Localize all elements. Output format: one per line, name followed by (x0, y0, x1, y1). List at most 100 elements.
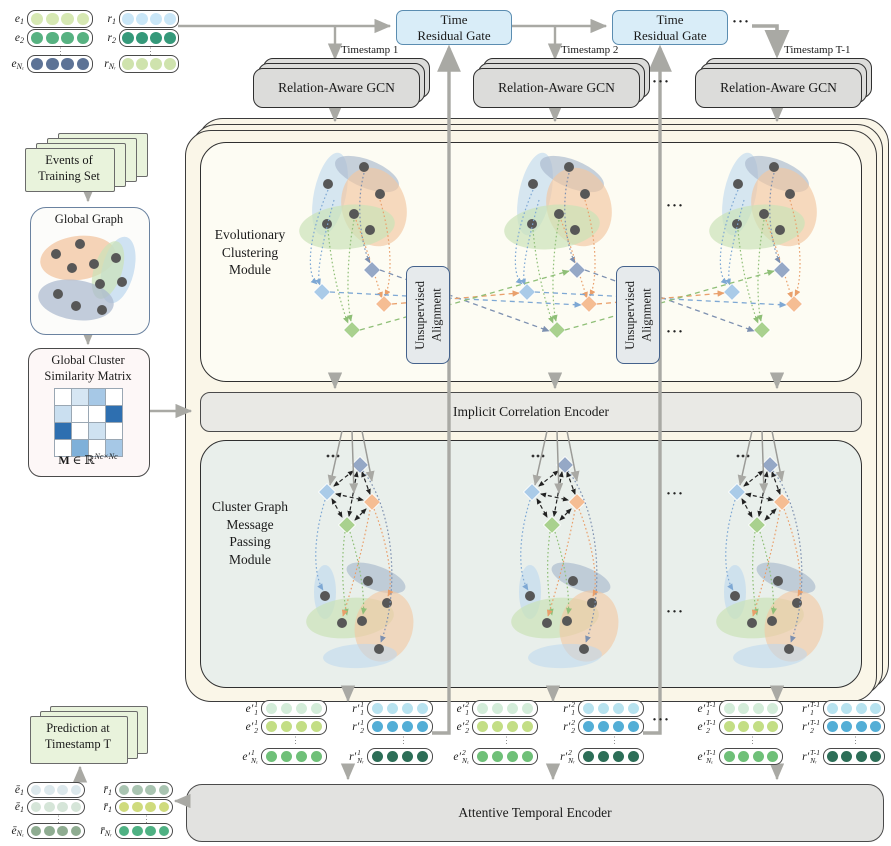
embedding-vector (367, 718, 433, 735)
matrix-cell (87, 421, 106, 440)
embedding-vector (823, 718, 885, 735)
embedding-vector (578, 700, 644, 717)
time-residual-gate-1: Time Residual Gate (396, 10, 512, 45)
events-of-training-set-label: Events of Training Set (38, 153, 100, 183)
bar-relation-row: r̄1 (92, 782, 173, 798)
matrix-cell (70, 387, 89, 406)
timestamp-1-label: Timestamp 1 (341, 44, 399, 56)
time-residual-gate-2: Time Residual Gate (612, 10, 728, 45)
embedding-label: r̄1 (103, 784, 112, 797)
relation-aware-gcn-label: Relation-Aware GCN (720, 80, 837, 95)
embedding-vector (578, 748, 644, 765)
embedding-vector (261, 700, 327, 717)
unsupervised-alignment-box-1: Unsupervised Alignment (406, 266, 450, 364)
implicit-correlation-encoder: Implicit Correlation Encoder (200, 392, 862, 432)
matrix-cell (104, 404, 123, 423)
embedding-vector (115, 782, 173, 798)
embedding-vector (27, 799, 85, 815)
embedding-label: r̄Nᵣ (100, 825, 112, 838)
matrix-cell (53, 421, 72, 440)
vertical-ellipsis: ⋮ (142, 814, 151, 824)
matrix-cell (70, 421, 89, 440)
matrix-cell (53, 404, 72, 423)
horizontal-ellipsis: ··· (666, 486, 685, 502)
global-graph-clusters (38, 235, 136, 321)
embedding-vector (719, 718, 783, 735)
relation-aware-gcn-2: Relation-Aware GCN (473, 68, 640, 108)
horizontal-ellipsis: ··· (666, 198, 685, 214)
matrix-cell (87, 387, 106, 406)
matrix-cell (87, 404, 106, 423)
embedding-vector (27, 782, 85, 798)
vertical-ellipsis: ⋮ (399, 735, 408, 745)
time-residual-gate-label: Time Residual Gate (417, 11, 491, 43)
embedding-vector (472, 718, 538, 735)
evolutionary-clustering-module-label: Evolutionary Clustering Module (214, 227, 286, 278)
embedding-vector (367, 748, 433, 765)
embedding-vector (261, 718, 327, 735)
implicit-correlation-encoder-label: Implicit Correlation Encoder (453, 404, 609, 419)
horizontal-ellipsis: ··· (666, 324, 685, 340)
vertical-ellipsis: ⋮ (54, 814, 63, 824)
vertical-ellipsis: ⋮ (502, 735, 511, 745)
embedding-vector (261, 748, 327, 765)
matrix-formula: M ∈ ℝNc×Nc (58, 452, 118, 467)
unsupervised-alignment-label: Unsupervised Alignment (622, 280, 653, 350)
evolution-scene-t3 (702, 152, 837, 372)
evolution-scene-t2 (497, 152, 632, 372)
relation-aware-gcn-label: Relation-Aware GCN (498, 80, 615, 95)
timestamp-2-label: Timestamp 2 (561, 44, 619, 56)
bar-relation-row: r̄Nᵣ (92, 823, 173, 839)
embedding-vector (115, 823, 173, 839)
embedding-vector (119, 29, 179, 47)
embedding-vector (27, 29, 93, 47)
matrix-cell (104, 438, 123, 457)
attentive-temporal-encoder-label: Attentive Temporal Encoder (458, 805, 612, 820)
global-graph-label: Global Graph (54, 212, 124, 226)
similarity-matrix-grid (53, 387, 123, 457)
embedding-vector (119, 55, 179, 73)
global-cluster-similarity-matrix-label: Global Cluster Similarity Matrix (44, 353, 132, 383)
relation-aware-gcn-3: Relation-Aware GCN (695, 68, 862, 108)
cluster-graph-message-passing-module-label: Cluster Graph Message Passing Module (211, 499, 289, 567)
timestamp-T-1-label: Timestamp T-1 (784, 44, 851, 56)
horizontal-ellipsis: ··· (652, 712, 671, 728)
horizontal-ellipsis: ··· (652, 74, 671, 90)
embedding-vector (578, 718, 644, 735)
